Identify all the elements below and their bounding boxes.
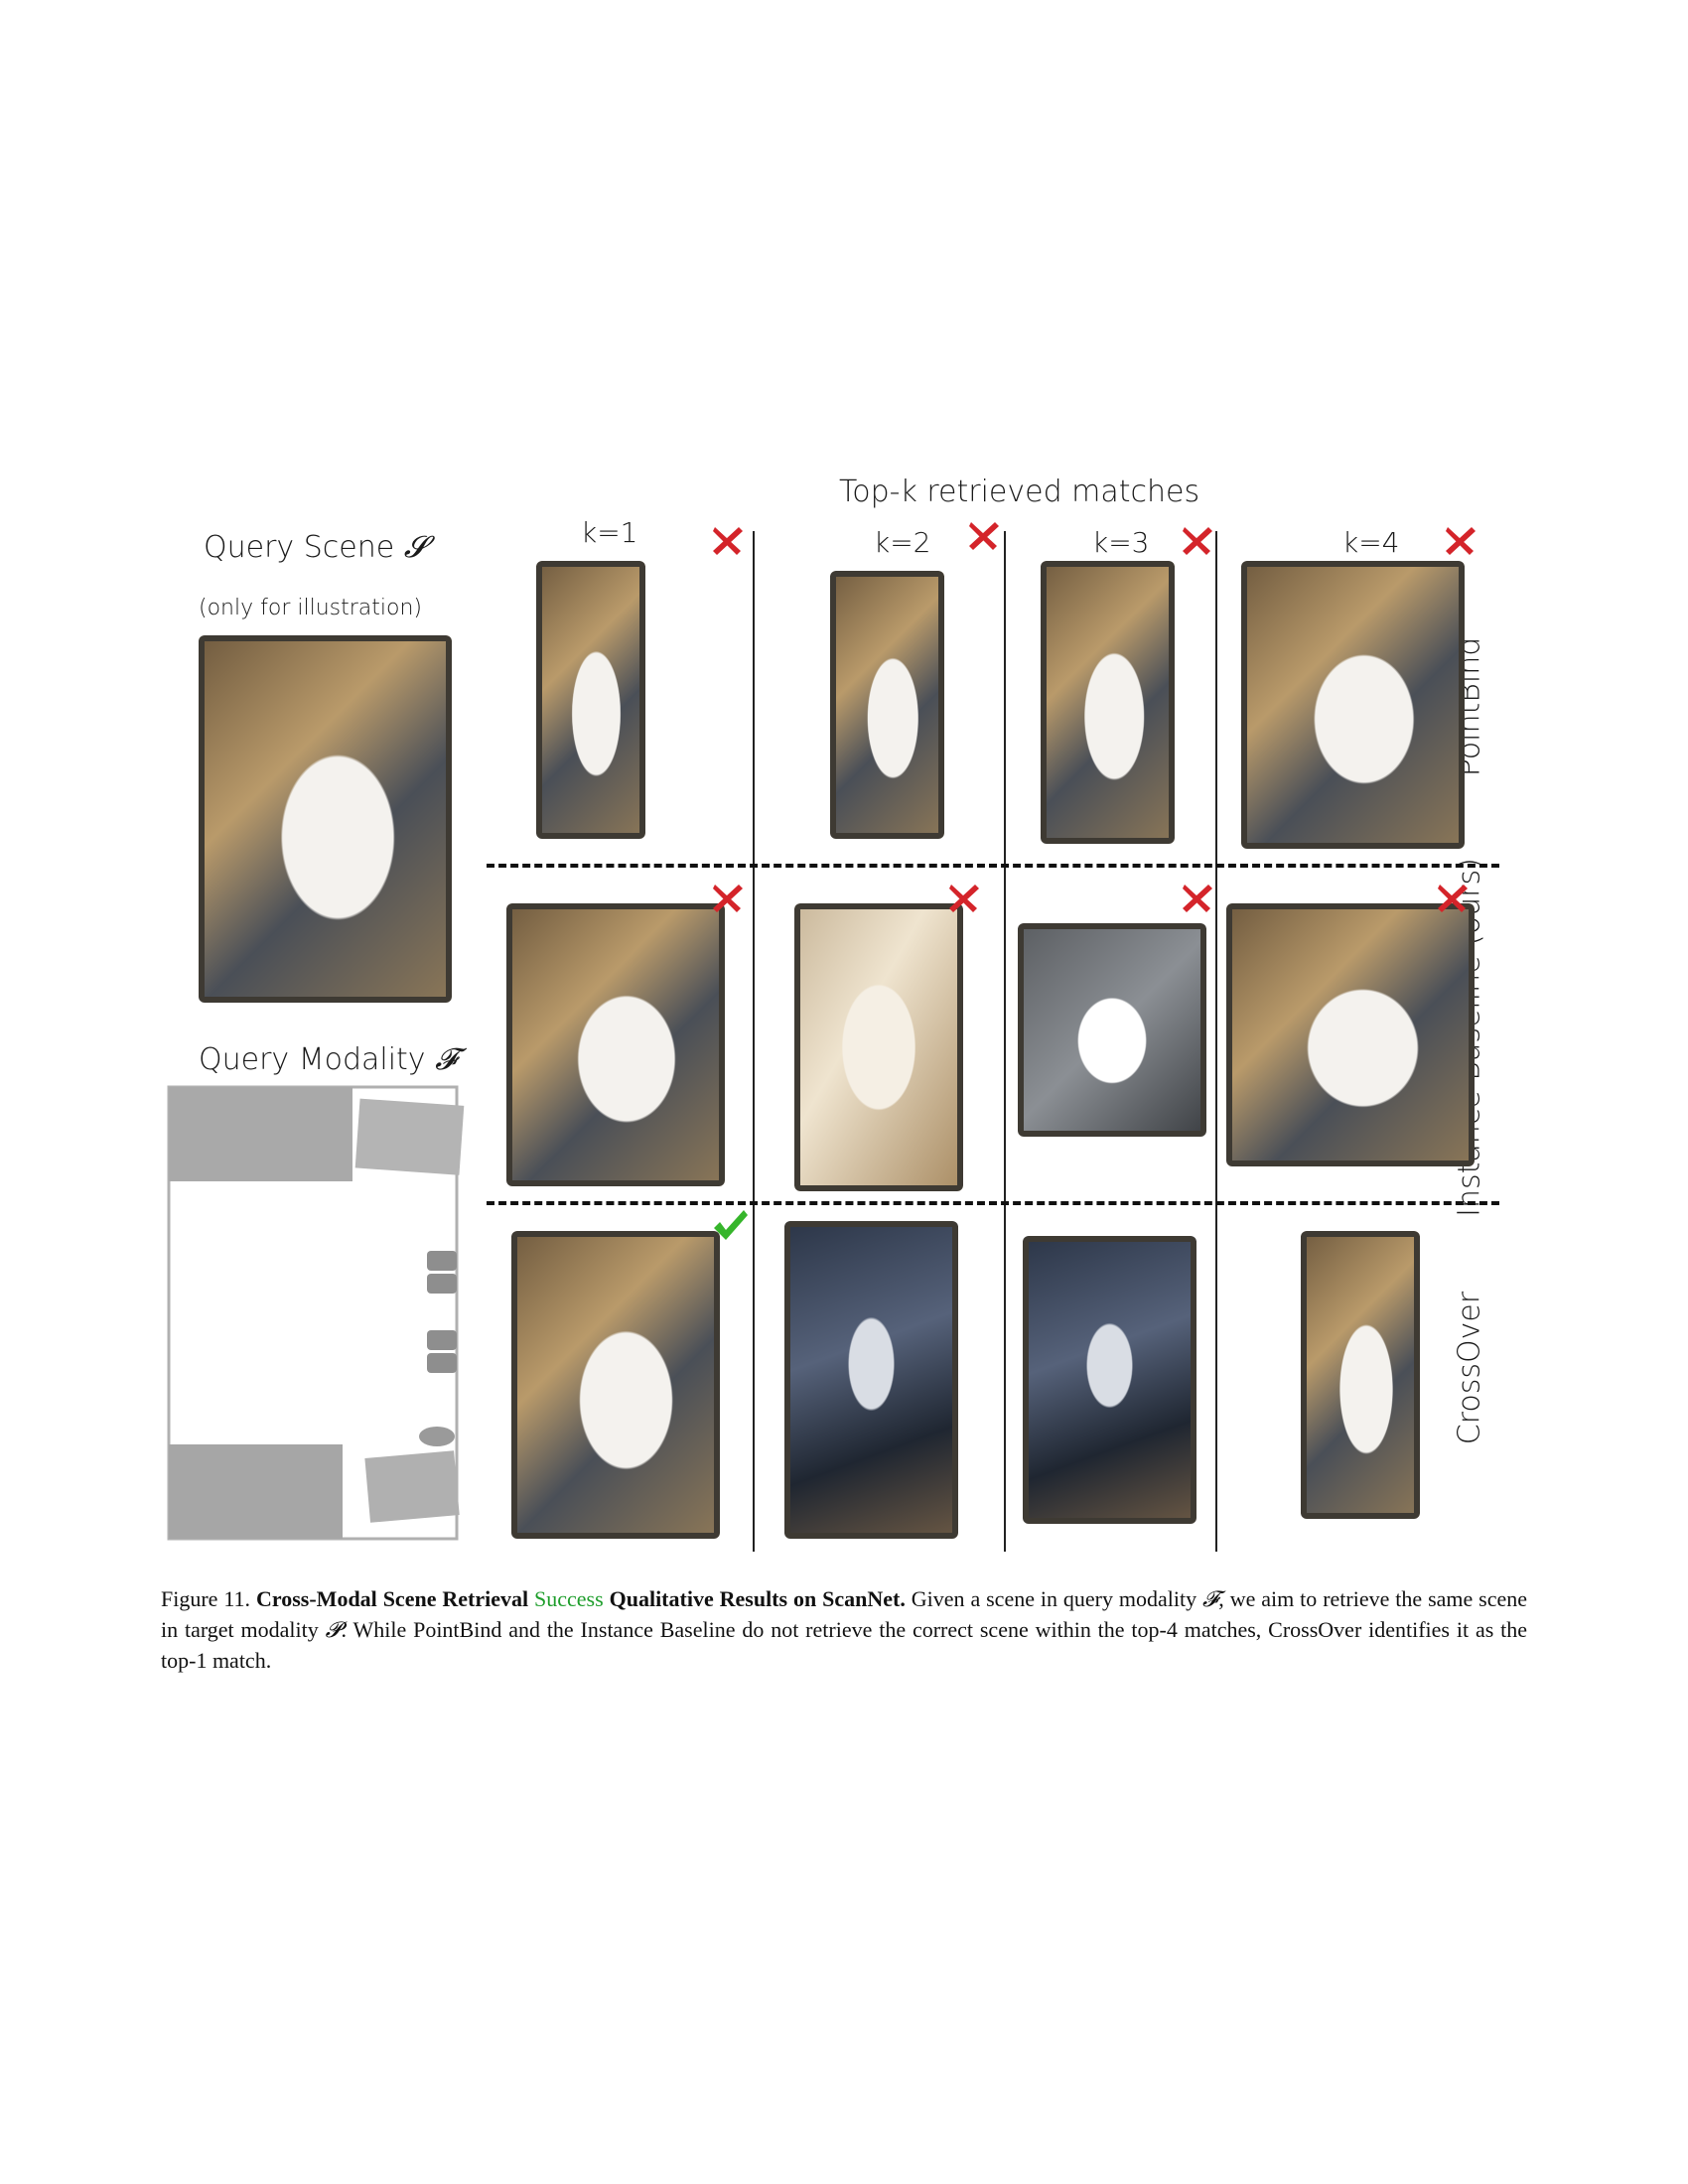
- row-divider-2: [487, 1201, 1499, 1205]
- check-icon: [714, 1210, 748, 1240]
- caption-symbol-f: 𝓕: [1202, 1587, 1219, 1612]
- cross-icon: [1183, 885, 1212, 912]
- query-scene-label: Query Scene 𝓢: [204, 530, 427, 565]
- instance-k4-scene: [1226, 903, 1475, 1166]
- crossover-k4-scene: [1301, 1231, 1420, 1519]
- caption-body-3: . While PointBind and the Instance Basel…: [161, 1617, 1528, 1673]
- cross-icon: [1183, 527, 1212, 555]
- query-modality-symbol: 𝓕: [435, 1042, 458, 1077]
- cross-icon: [713, 885, 743, 912]
- query-scene-symbol: 𝓢: [403, 530, 427, 565]
- instance-k2-scene: [794, 903, 963, 1191]
- pointbind-k2-scene: [830, 571, 944, 839]
- instance-k1-scene: [506, 903, 725, 1186]
- row-label-crossover: CrossOver: [1452, 1291, 1487, 1445]
- cross-icon: [1446, 527, 1476, 555]
- column-header-k4: k=4: [1342, 526, 1400, 559]
- query-scene-image: [199, 635, 452, 1003]
- column-divider-2: [1004, 531, 1006, 1552]
- pointbind-k3-scene: [1041, 561, 1175, 844]
- crossover-k2-scene: [784, 1221, 958, 1539]
- pointbind-k1-scene: [536, 561, 645, 839]
- instance-k3-scene: [1018, 923, 1206, 1137]
- query-scene-label-text: Query Scene: [204, 530, 395, 565]
- query-modality-label: Query Modality 𝓕: [199, 1042, 457, 1077]
- crossover-k3-scene: [1023, 1236, 1196, 1524]
- column-header-k1: k=1: [581, 516, 638, 549]
- caption-bold-2: Qualitative Results on ScanNet.: [609, 1586, 906, 1611]
- cross-icon: [949, 885, 979, 912]
- caption-symbol-p: 𝓟: [325, 1618, 342, 1643]
- top-k-header: Top-k retrieved matches: [839, 475, 1200, 509]
- cross-icon: [1438, 885, 1468, 912]
- figure-caption: Figure 11. Cross-Modal Scene Retrieval S…: [161, 1584, 1527, 1676]
- caption-bold-1: Cross-Modal Scene Retrieval: [255, 1586, 529, 1611]
- caption-body-2: , we aim to retrieve the same scene in t…: [161, 1586, 1528, 1642]
- pointbind-k4-scene: [1241, 561, 1465, 849]
- cross-icon: [969, 522, 999, 550]
- crossover-k1-scene: [511, 1231, 720, 1539]
- query-floorplan-image: [167, 1085, 465, 1541]
- caption-success: Success: [534, 1586, 604, 1611]
- query-scene-note: (only for illustration): [199, 596, 422, 620]
- caption-prefix: Figure 11.: [161, 1586, 251, 1611]
- row-divider-1: [487, 864, 1499, 868]
- column-divider-3: [1215, 531, 1217, 1552]
- caption-body-1: Given a scene in query modality: [911, 1586, 1197, 1611]
- column-header-k3: k=3: [1092, 526, 1150, 559]
- column-header-k2: k=2: [874, 526, 931, 559]
- cross-icon: [713, 527, 743, 555]
- query-modality-label-text: Query Modality: [199, 1042, 426, 1077]
- column-divider-1: [753, 531, 755, 1552]
